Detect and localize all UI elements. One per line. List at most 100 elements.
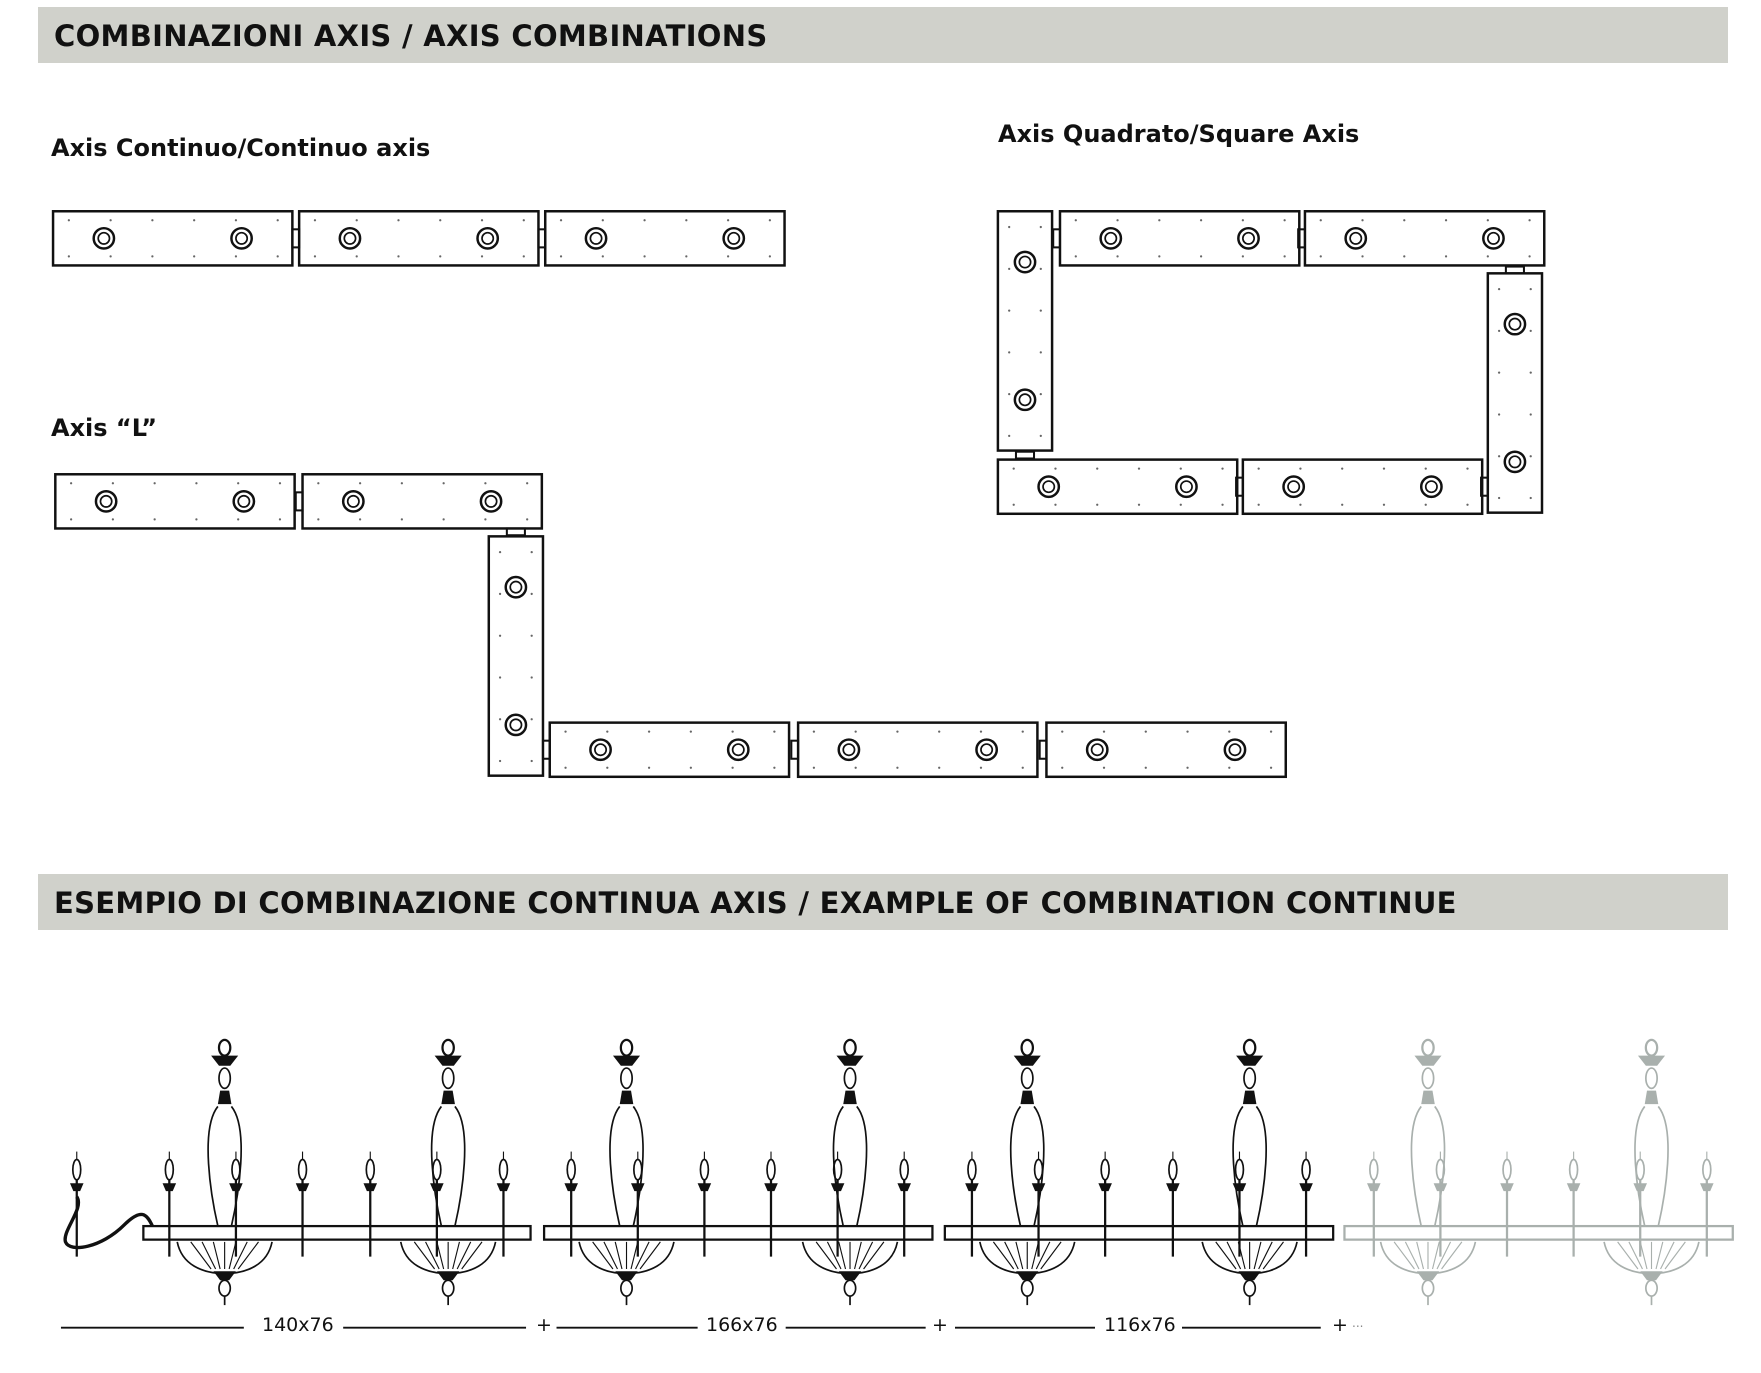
spotlight-inner (1018, 393, 1032, 407)
spotlight-inner (1424, 480, 1438, 494)
dot (1529, 413, 1532, 416)
finial-cup (1238, 1271, 1261, 1281)
dot (1186, 730, 1189, 733)
canopy (211, 1055, 239, 1066)
dot (559, 219, 563, 222)
dot (726, 219, 730, 222)
dot (1008, 393, 1011, 396)
dot (1497, 288, 1501, 291)
dot (1403, 219, 1406, 222)
spotlight-icon (341, 489, 365, 513)
spotlight-inner (346, 494, 360, 508)
spotlight-inner (980, 743, 994, 757)
dot (1039, 351, 1042, 354)
dot (153, 482, 156, 485)
dot (237, 518, 240, 521)
hook (441, 1038, 455, 1057)
dot (1144, 766, 1147, 769)
spotlight-icon (1223, 738, 1247, 762)
spotlight-icon (338, 226, 362, 250)
bowl-rib (425, 1241, 440, 1270)
dot (1529, 371, 1532, 374)
dot (358, 482, 362, 485)
module-frame (796, 721, 1039, 779)
candle-cup (631, 1183, 645, 1192)
dot (601, 255, 604, 258)
dot (522, 255, 525, 258)
dot (1039, 393, 1042, 396)
dot (484, 482, 487, 485)
candle-cup (965, 1183, 979, 1192)
dot (685, 219, 688, 222)
bowl-rib (635, 1241, 650, 1270)
spotlight-icon (232, 489, 256, 513)
bowl-rib (1262, 1241, 1284, 1270)
dot (1497, 496, 1501, 500)
dot (731, 766, 734, 769)
candle-flame (1502, 1158, 1512, 1181)
finial-cup (1015, 1271, 1039, 1281)
dot (498, 592, 502, 596)
bowl-rib (1441, 1241, 1463, 1270)
bowl-rib (863, 1241, 885, 1270)
dot (439, 219, 442, 222)
bead (620, 1067, 634, 1090)
finial-cup (615, 1271, 638, 1281)
dot (1186, 766, 1189, 769)
dot (647, 730, 651, 733)
dot (689, 766, 692, 769)
finial-cup (1416, 1271, 1440, 1281)
spotlight-icon (504, 575, 528, 599)
connector (1480, 476, 1489, 497)
dot (484, 518, 487, 521)
dot (1137, 503, 1141, 506)
collar (441, 1090, 455, 1105)
chandelier-drawing (1603, 1038, 1700, 1306)
axis-module (51, 210, 294, 267)
connector (1235, 476, 1244, 497)
dot (530, 551, 533, 554)
dot (896, 730, 899, 733)
dot (1102, 730, 1106, 733)
spotlight-icon (479, 489, 503, 513)
canopy (1236, 1055, 1264, 1066)
dot (69, 482, 73, 485)
dot (278, 518, 282, 521)
dot (1102, 766, 1106, 769)
spotlight-icon (726, 738, 750, 762)
axis-module (996, 458, 1239, 516)
rail-segment (542, 1224, 934, 1241)
dot (1221, 503, 1224, 506)
dot (768, 219, 772, 222)
section-header-combinations: COMBINAZIONI AXIS / AXIS COMBINATIONS (38, 7, 1728, 63)
collar (1644, 1090, 1659, 1105)
dot (278, 482, 282, 485)
bead (1421, 1067, 1435, 1090)
dot (812, 730, 816, 733)
dot (1466, 467, 1469, 470)
module-frame (996, 210, 1054, 452)
candle-flame (365, 1158, 376, 1181)
dot (1382, 503, 1386, 506)
candle-flame (1168, 1158, 1178, 1181)
dot (67, 219, 70, 222)
chandelier-drawing (1379, 1038, 1477, 1306)
dot (397, 219, 400, 222)
dot (400, 518, 403, 521)
dot (193, 219, 196, 222)
dot (1012, 503, 1015, 506)
dot (601, 219, 604, 222)
spotlight-icon (837, 738, 861, 762)
dot (1228, 766, 1231, 769)
spotlight-icon (975, 738, 999, 762)
dot (530, 676, 533, 679)
dot (1158, 219, 1161, 222)
finial-cup (436, 1271, 460, 1281)
axis-module (796, 721, 1039, 779)
spotlight-inner (343, 231, 357, 245)
bowl-rib (456, 1241, 472, 1270)
spotlight-inner (484, 494, 498, 508)
dot (1008, 225, 1011, 229)
candle-cup (1633, 1183, 1647, 1192)
